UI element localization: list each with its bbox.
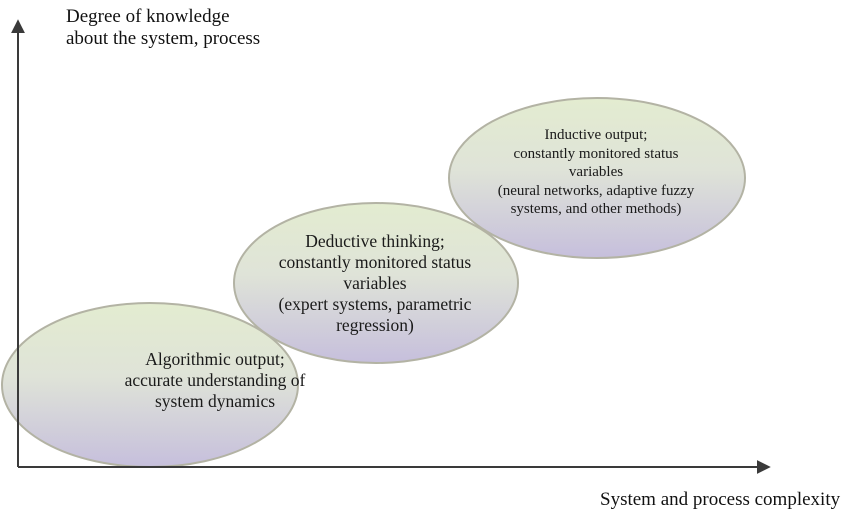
ellipse-inductive [448, 97, 746, 259]
ellipse-text-line: Algorithmic output; [145, 349, 285, 369]
ellipse-text-line: accurate understanding of [124, 370, 306, 390]
ellipse-algorithmic-text: Algorithmic output; accurate understandi… [30, 349, 400, 412]
ellipse-deductive [233, 202, 519, 364]
ellipse-text-line: variables [568, 164, 624, 180]
ellipse-text-line: (expert systems, parametric [278, 294, 472, 314]
ellipse-text-line: Inductive output; [544, 127, 648, 143]
ellipse-text-line: Deductive thinking; [305, 231, 445, 251]
x-axis-label: System and process complexity [600, 489, 841, 510]
ellipse-text-line: system dynamics [154, 391, 276, 411]
ellipse-text-line: constantly monitored status [513, 145, 679, 162]
y-axis-label-line-2: about the system, process [66, 28, 261, 49]
ellipse-text-line: variables [343, 273, 407, 293]
y-axis-label-line-1: Degree of knowledge [66, 6, 230, 27]
ellipse-text-line: (neural networks, adaptive fuzzy [497, 182, 695, 199]
ellipse-text-line: constantly monitored status [278, 252, 472, 272]
ellipse-inductive-text: Inductive output; constantly monitored s… [446, 126, 746, 219]
ellipse-text-line: regression) [336, 315, 414, 335]
ellipse-deductive-text: Deductive thinking; constantly monitored… [230, 231, 520, 336]
y-axis-label: Degree of knowledge about the system, pr… [66, 6, 260, 50]
ellipse-text-line: systems, and other methods) [510, 201, 682, 217]
